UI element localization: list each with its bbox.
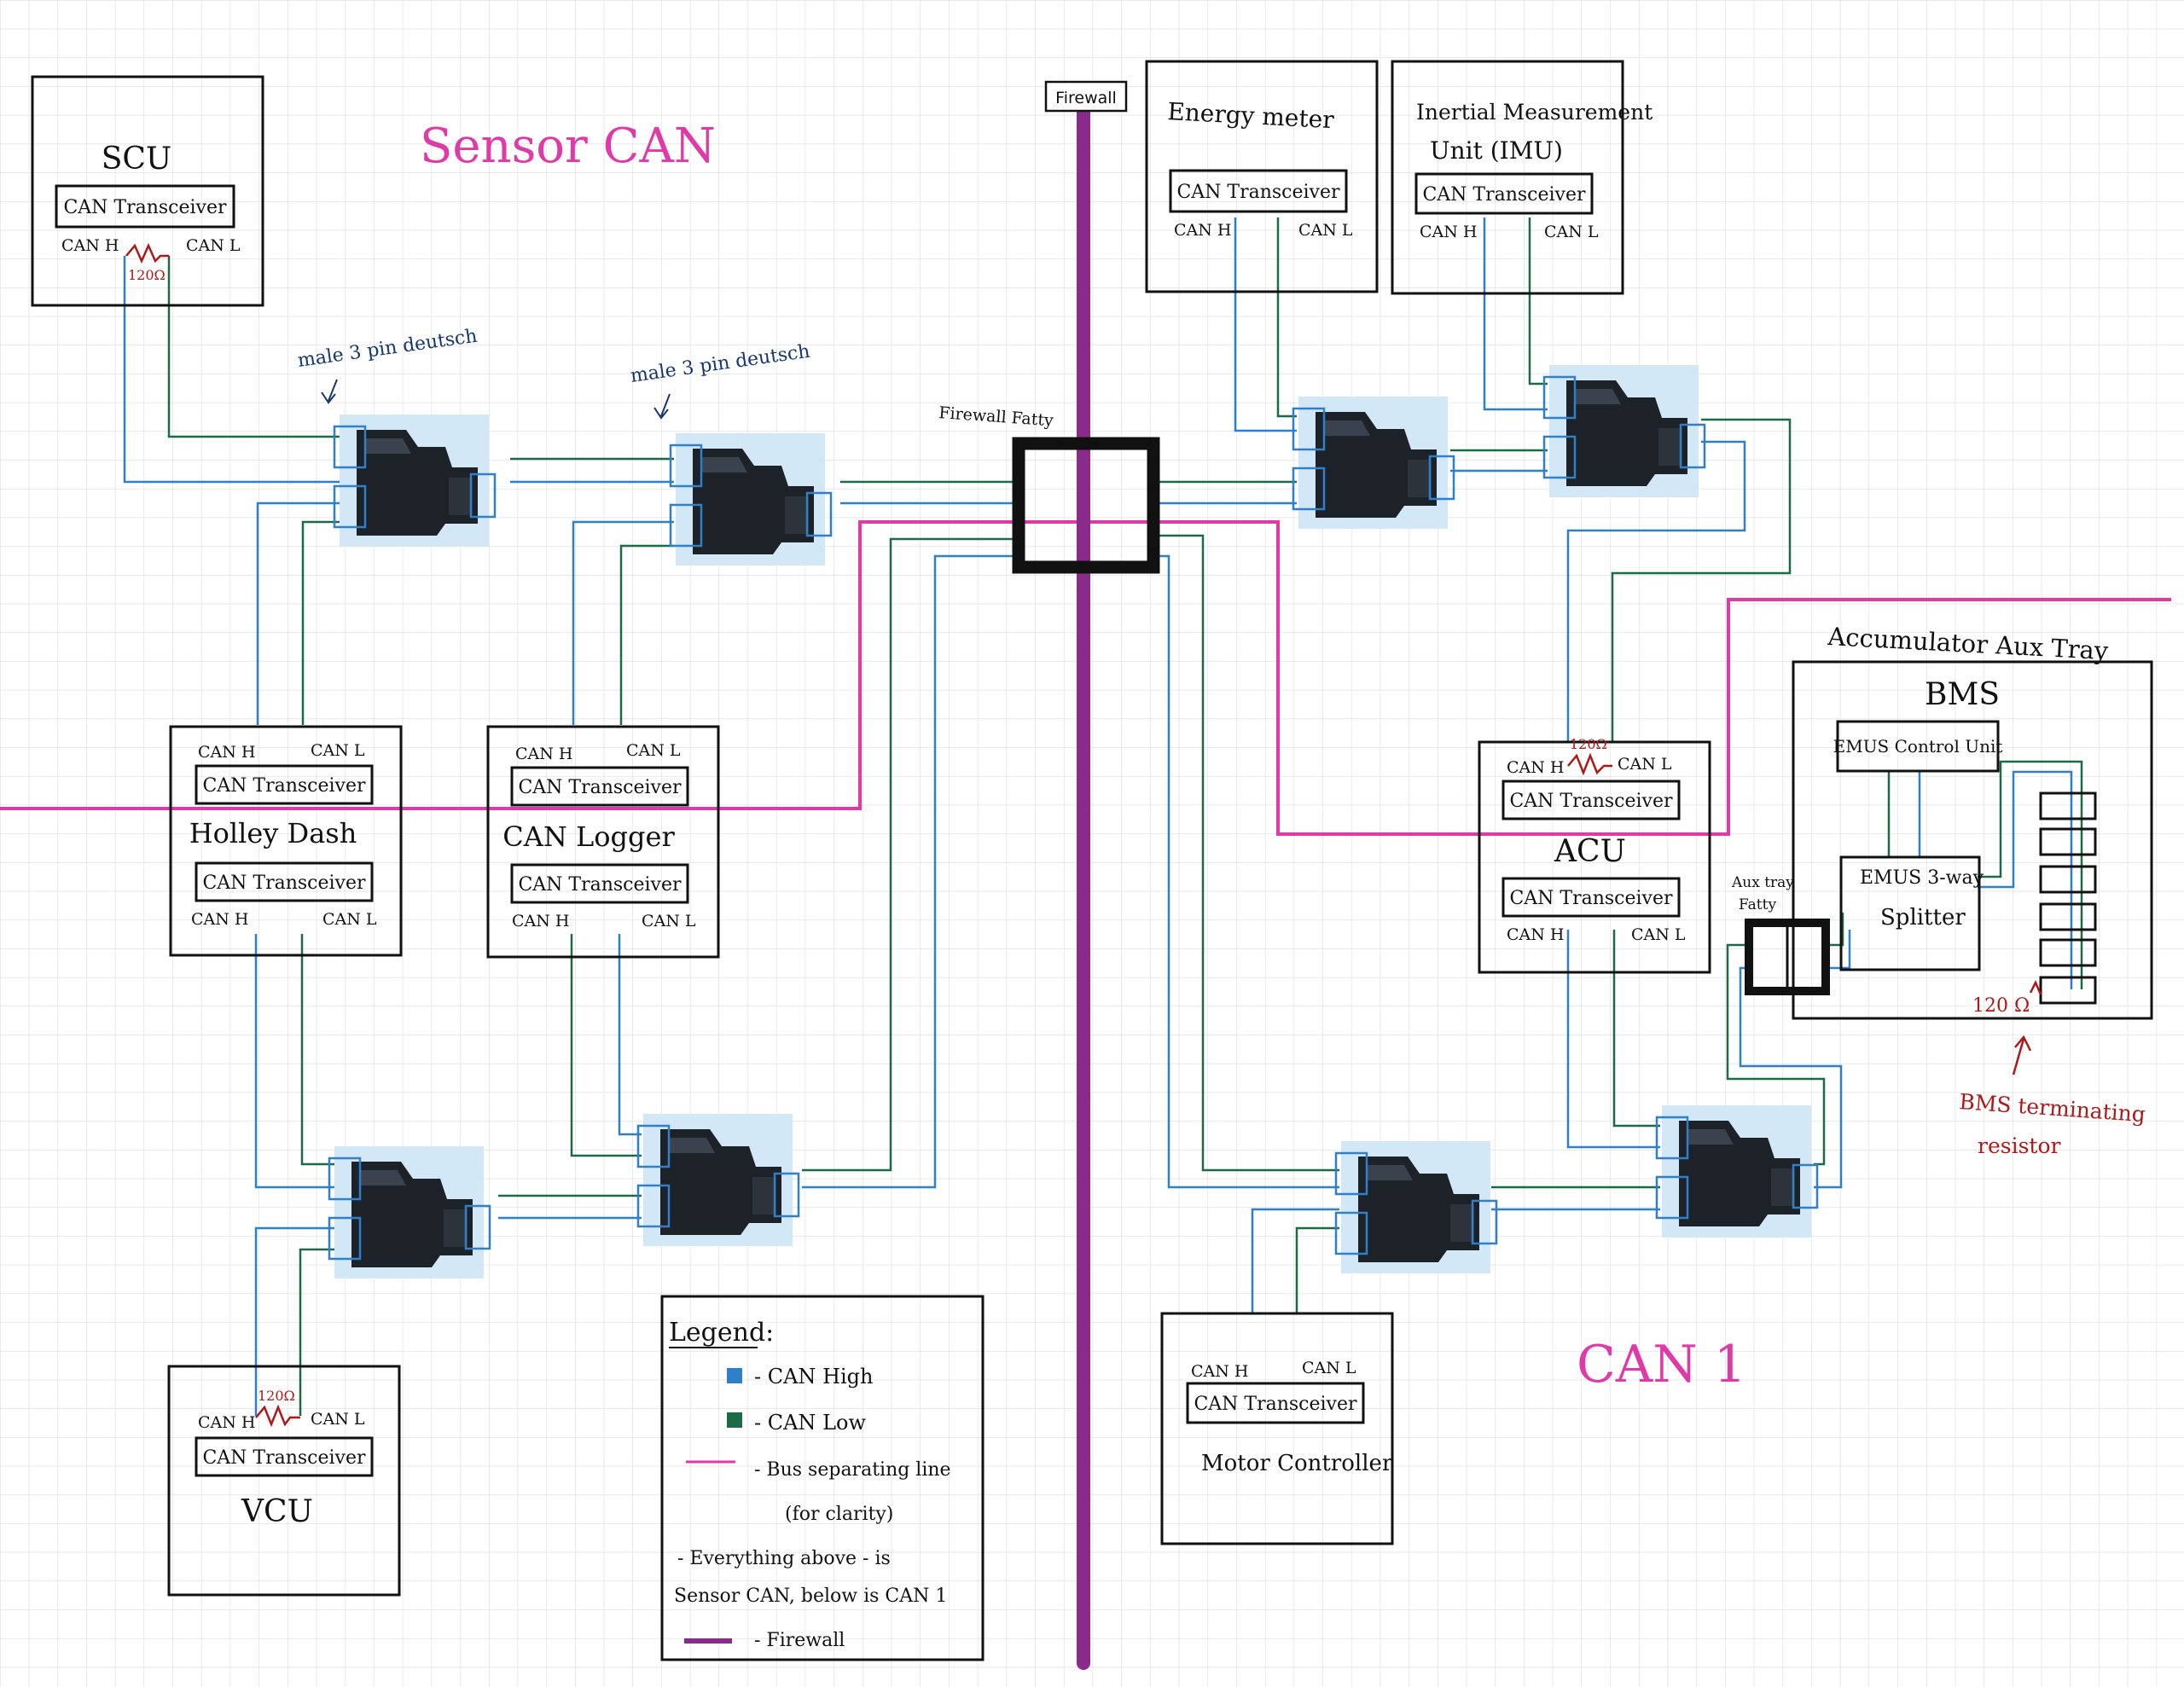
deutsch-connector-2 (669, 432, 833, 567)
acu-can-h-bottom: CAN H (1507, 925, 1565, 944)
legend-note-2: Sensor CAN, below is CAN 1 (674, 1586, 947, 1607)
acu-transceiver-top: CAN Transceiver (1509, 791, 1673, 812)
accumulator-aux-tray: Accumulator Aux Tray BMS EMUS Control Un… (1731, 622, 2153, 1020)
legend-can-low: - CAN Low (754, 1411, 866, 1435)
bms-module-6 (2039, 976, 2097, 1005)
holley-can-l-bottom: CAN L (322, 910, 377, 929)
scu-transceiver: CAN Transceiver (63, 197, 227, 218)
logger-can-l-bottom: CAN L (642, 912, 696, 930)
imu-transceiver: CAN Transceiver (1422, 184, 1586, 206)
firewall-label-box (1044, 80, 1128, 113)
bms-module-4 (2039, 902, 2097, 931)
legend-bus-line-2: (for clarity) (785, 1504, 893, 1525)
logger-title: CAN Logger (502, 820, 675, 853)
legend-note-1: - Everything above - is (677, 1548, 891, 1569)
scu-resistor: 120Ω (128, 267, 166, 283)
holley-can-l-top: CAN L (311, 741, 365, 760)
holley-transceiver-top: CAN Transceiver (202, 775, 366, 797)
vcu-resistor: 120Ω (258, 1388, 295, 1404)
can1-title: CAN 1 (1577, 1335, 1746, 1394)
bms-note-line2: resistor (1978, 1133, 2060, 1158)
acu-can-h-top: CAN H (1507, 758, 1565, 777)
scu-node: SCU CAN Transceiver CAN H CAN L 120Ω (31, 75, 264, 307)
aux-fatty-label-2: Fatty (1739, 896, 1776, 913)
energy-can-l: CAN L (1298, 221, 1353, 240)
bus-separator-line (0, 520, 2171, 836)
bms-note-arrow (2012, 1035, 2032, 1075)
vcu-title: VCU (241, 1494, 313, 1529)
emus-splitter-line2: Splitter (1880, 905, 1966, 930)
motor-can-h: CAN H (1191, 1362, 1249, 1381)
imu-title-line2: Unit (IMU) (1430, 136, 1563, 165)
imu-can-l: CAN L (1544, 223, 1599, 241)
deutsch-connector-6 (1542, 363, 1706, 499)
holley-can-h-top: CAN H (198, 743, 256, 762)
logger-can-h-bottom: CAN H (512, 912, 570, 930)
logger-can-h-top: CAN H (515, 745, 573, 763)
holley-transceiver-bottom: CAN Transceiver (202, 872, 366, 894)
deutsch-connector-7 (1334, 1139, 1498, 1275)
vcu-transceiver: CAN Transceiver (202, 1447, 366, 1469)
connector-note-arrow-1 (321, 379, 338, 404)
sensor-can-title: Sensor CAN (420, 119, 716, 174)
can-logger-node: CAN H CAN L CAN Transceiver CAN Logger C… (486, 725, 720, 959)
firewall-label: Firewall (1055, 89, 1117, 107)
logger-transceiver-bottom: CAN Transceiver (518, 874, 682, 896)
holley-can-h-bottom: CAN H (191, 910, 249, 929)
motor-controller-node: CAN H CAN L CAN Transceiver Motor Contro… (1160, 1312, 1394, 1545)
energy-transceiver: CAN Transceiver (1176, 182, 1340, 203)
emus-control-unit: EMUS Control Unit (1833, 736, 2003, 757)
bms-resistor: 120 Ω (1972, 995, 2030, 1017)
sensor-can-wires (123, 256, 1017, 1416)
bms-module-1 (2039, 791, 2097, 820)
firewall-fatty (1012, 437, 1160, 574)
acu-can-l-top: CAN L (1618, 755, 1672, 774)
acu-can-l-bottom: CAN L (1631, 925, 1686, 944)
deutsch-connector-4 (636, 1112, 800, 1248)
legend-can-high-swatch (727, 1368, 742, 1383)
connector-note-arrow-2 (653, 393, 671, 420)
bms-module-2 (2039, 827, 2097, 856)
acu-node: 120Ω CAN H CAN L CAN Transceiver ACU CAN… (1478, 736, 1711, 974)
legend: Legend: - CAN High - CAN Low - Bus separ… (660, 1295, 985, 1661)
motor-title: Motor Controller (1201, 1451, 1393, 1476)
holley-dash-node: CAN H CAN L CAN Transceiver Holley Dash … (169, 725, 403, 957)
motor-can-l: CAN L (1302, 1359, 1356, 1377)
scu-title: SCU (102, 142, 172, 177)
can1-wires (1153, 217, 2083, 1313)
holley-title: Holley Dash (189, 817, 357, 849)
bms-title: BMS (1925, 677, 2000, 712)
imu-can-h: CAN H (1420, 223, 1478, 241)
deutsch-connector-1 (333, 413, 497, 548)
acu-resistor: 120Ω (1570, 736, 1607, 752)
logger-can-l-top: CAN L (626, 741, 681, 760)
logger-transceiver-top: CAN Transceiver (518, 777, 682, 798)
scu-can-h: CAN H (61, 236, 119, 255)
deutsch-connector-5 (1292, 395, 1455, 530)
vcu-node: 120Ω CAN H CAN L CAN Transceiver VCU (167, 1365, 401, 1597)
legend-can-high: - CAN High (754, 1365, 874, 1388)
acu-transceiver-bottom: CAN Transceiver (1509, 888, 1673, 909)
legend-firewall: - Firewall (754, 1630, 845, 1651)
bms-module-5 (2039, 938, 2097, 967)
deutsch-connector-8 (1655, 1104, 1819, 1239)
imu-node: Inertial Measurement Unit (IMU) CAN Tran… (1391, 60, 1653, 295)
legend-bus-line-1: - Bus separating line (754, 1459, 951, 1481)
deutsch-connector-3 (328, 1145, 491, 1280)
emus-splitter-line1: EMUS 3-way (1860, 867, 1984, 889)
scu-can-l: CAN L (186, 236, 241, 255)
imu-title-line1: Inertial Measurement (1416, 100, 1653, 125)
aux-fatty-label-1: Aux tray (1731, 874, 1794, 891)
legend-can-low-swatch (727, 1412, 742, 1428)
vcu-can-h: CAN H (198, 1413, 256, 1432)
legend-title: Legend: (669, 1318, 774, 1348)
motor-transceiver: CAN Transceiver (1194, 1394, 1357, 1415)
energy-can-h: CAN H (1174, 221, 1232, 240)
bms-module-3 (2039, 865, 2097, 894)
vcu-can-l: CAN L (311, 1410, 365, 1429)
acu-title: ACU (1554, 834, 1626, 869)
